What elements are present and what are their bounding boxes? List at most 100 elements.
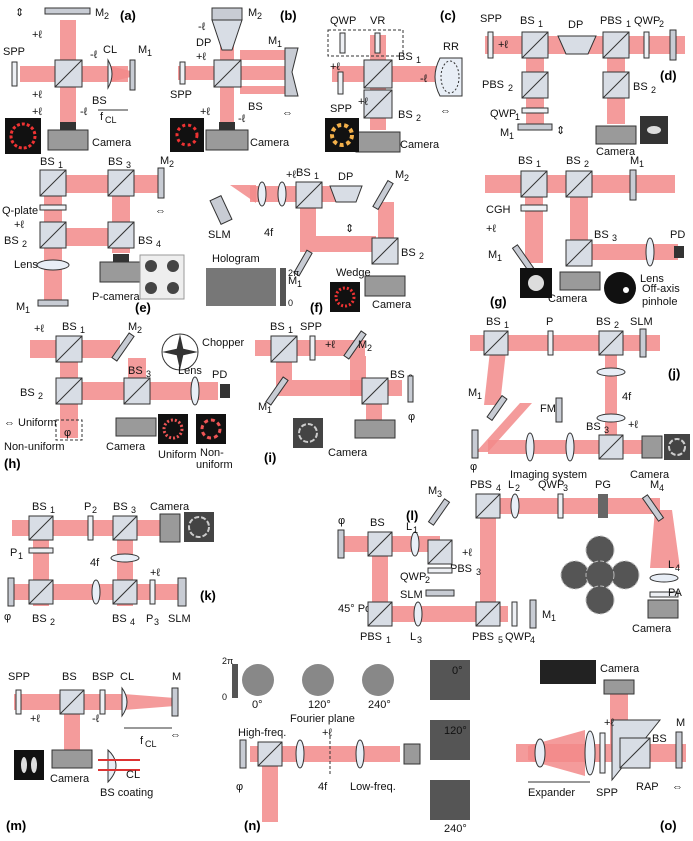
svg-text:QWP: QWP xyxy=(400,571,426,583)
svg-text:BS: BS xyxy=(518,155,533,167)
expander-lens-2 xyxy=(584,730,596,776)
svg-text:M: M xyxy=(650,479,659,491)
svg-text:Camera: Camera xyxy=(400,139,440,151)
svg-text:3: 3 xyxy=(417,635,422,645)
phase-mask-240 xyxy=(362,664,394,696)
svg-text:M: M xyxy=(488,249,497,261)
camera xyxy=(559,271,601,291)
cgh xyxy=(520,204,548,212)
panel-tag-l: (l) xyxy=(406,508,418,523)
panel-c: QWP VR SPP BS 1 BS 2 RR ⇔ Camera +ℓ -ℓ +… xyxy=(325,8,463,153)
svg-text:Camera: Camera xyxy=(50,773,90,785)
svg-text:2: 2 xyxy=(614,320,619,330)
svg-text:1: 1 xyxy=(538,19,543,29)
label-bs: BS xyxy=(92,95,107,107)
svg-text:+ℓ: +ℓ xyxy=(196,51,206,63)
svg-text:1: 1 xyxy=(25,305,30,315)
panel-n: 2π 0 0° 120° 240° Fourier plane φ High-f… xyxy=(222,656,470,835)
svg-text:f: f xyxy=(100,111,104,123)
mirror-m2 xyxy=(111,332,135,362)
qwp3-plate xyxy=(557,493,564,519)
svg-text:+ℓ: +ℓ xyxy=(604,717,614,729)
polarizer-p xyxy=(547,330,554,356)
lens xyxy=(645,237,655,267)
svg-text:BS: BS xyxy=(586,421,601,433)
svg-text:SPP: SPP xyxy=(330,103,352,115)
svg-text:4f: 4f xyxy=(318,781,328,793)
svg-text:Lens: Lens xyxy=(178,365,202,377)
svg-text:BS: BS xyxy=(62,321,77,333)
mirror xyxy=(669,29,677,61)
mirror-m1 xyxy=(265,376,289,406)
svg-text:Camera: Camera xyxy=(632,623,672,635)
svg-text:4: 4 xyxy=(675,563,680,573)
svg-text:1: 1 xyxy=(509,131,514,141)
svg-text:BS: BS xyxy=(62,671,77,683)
svg-text:BS: BS xyxy=(296,167,311,179)
mirror-m1 xyxy=(486,394,508,422)
svg-text:φ: φ xyxy=(64,427,71,439)
svg-text:f: f xyxy=(140,735,144,747)
svg-text:2: 2 xyxy=(659,19,664,29)
svg-text:2π: 2π xyxy=(222,656,233,666)
svg-text:+ℓ: +ℓ xyxy=(322,727,332,739)
svg-text:P: P xyxy=(84,501,91,513)
phase-plate xyxy=(471,429,479,459)
svg-text:120°: 120° xyxy=(444,725,467,737)
panel-tag-j: (j) xyxy=(668,366,680,381)
svg-text:PD: PD xyxy=(670,229,685,241)
spp-plate xyxy=(11,61,18,87)
svg-text:1: 1 xyxy=(413,525,418,535)
svg-text:Camera: Camera xyxy=(600,663,640,675)
svg-text:High-freq.: High-freq. xyxy=(238,727,286,739)
svg-text:BS: BS xyxy=(113,501,128,513)
mirror-m3 xyxy=(427,498,451,526)
spp-plate xyxy=(15,689,22,715)
camera xyxy=(115,417,157,437)
svg-text:1: 1 xyxy=(639,159,644,169)
svg-text:2: 2 xyxy=(584,159,589,169)
spp-plate xyxy=(179,61,186,85)
svg-text:DP: DP xyxy=(338,171,353,183)
dove-prism xyxy=(211,19,243,51)
dove-prism xyxy=(329,185,363,203)
svg-text:2: 2 xyxy=(419,251,424,261)
svg-text:Camera: Camera xyxy=(548,293,588,305)
svg-text:2: 2 xyxy=(22,239,27,249)
svg-text:0: 0 xyxy=(288,298,293,308)
svg-text:QWP: QWP xyxy=(505,631,531,643)
svg-text:Low-freq.: Low-freq. xyxy=(350,781,396,793)
slm xyxy=(639,328,647,358)
svg-text:QWP: QWP xyxy=(330,15,356,27)
svg-text:BS: BS xyxy=(370,517,385,529)
svg-text:Wedge: Wedge xyxy=(336,267,371,279)
spp-plate xyxy=(487,31,494,59)
svg-text:Camera: Camera xyxy=(596,146,636,158)
svg-text:φ: φ xyxy=(470,461,477,473)
svg-text:1: 1 xyxy=(416,55,421,65)
svg-text:BS: BS xyxy=(4,235,19,247)
svg-text:L: L xyxy=(668,559,674,571)
svg-text:+ℓ: +ℓ xyxy=(325,339,335,351)
svg-text:CL: CL xyxy=(120,671,134,683)
svg-text:RAP: RAP xyxy=(636,781,659,793)
panel-g: BS 1 BS 2 M 1 CGH PD BS 3 M 1 Lens Camer… xyxy=(485,155,685,309)
panel-i: BS 1 SPP M 2 M 1 BS 2 φ Camera +ℓ (i) xyxy=(255,321,415,465)
svg-text:Non-: Non- xyxy=(200,447,224,459)
svg-text:CL: CL xyxy=(126,769,140,781)
svg-text:4: 4 xyxy=(156,239,161,249)
svg-text:PBS: PBS xyxy=(360,631,382,643)
camera xyxy=(354,419,396,439)
result-120 xyxy=(430,720,470,760)
svg-text:-ℓ: -ℓ xyxy=(90,49,98,61)
svg-text:4f: 4f xyxy=(264,227,274,239)
svg-text:SPP: SPP xyxy=(480,13,502,25)
svg-text:+ℓ: +ℓ xyxy=(330,61,340,73)
panel-tag-k: (k) xyxy=(200,588,216,603)
photodiode xyxy=(674,246,684,258)
phase-plate xyxy=(407,375,414,403)
svg-text:BS: BS xyxy=(652,733,667,745)
svg-text:CL: CL xyxy=(145,739,157,749)
svg-text:2: 2 xyxy=(38,391,43,401)
svg-text:M: M xyxy=(172,671,181,683)
